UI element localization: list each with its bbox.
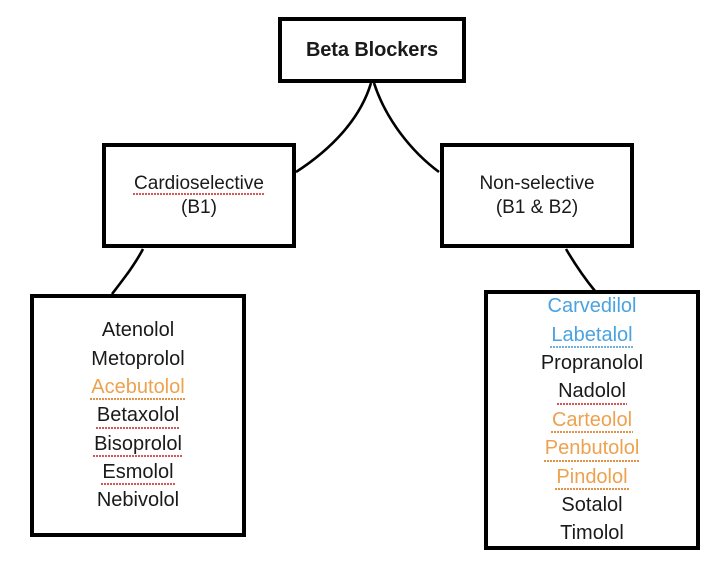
drug-label: Nebivolol [96, 489, 180, 512]
drug-item-non-selective-propranolol: Propranolol [488, 349, 696, 377]
drug-item-cardioselective-esmolol: Esmolol [34, 458, 242, 486]
connector-cardioselective-to-list [110, 248, 145, 295]
drug-item-cardioselective-betaxolol: Betaxolol [34, 401, 242, 430]
node-beta-blockers[interactable]: Beta Blockers [278, 17, 466, 83]
drug-label: Betaxolol [95, 401, 181, 430]
node-beta-blockers-label: Beta Blockers [305, 38, 439, 61]
node-cardioselective-label: Cardioselective [133, 173, 265, 195]
drug-item-cardioselective-nebivolol: Nebivolol [34, 486, 242, 514]
drug-label: Bisoprolol [93, 430, 183, 458]
node-non-selective[interactable]: Non-selective (B1 & B2) [440, 143, 634, 248]
drug-label: Carvedilol [547, 295, 637, 318]
drug-item-non-selective-sotalol: Sotalol [488, 491, 696, 519]
node-non-selective-label: Non-selective [479, 173, 595, 195]
drug-label: Sotalol [561, 493, 623, 516]
drug-label: Penbutolol [543, 434, 640, 462]
drug-label: Esmolol [101, 458, 175, 486]
drug-label: Labetalol [550, 321, 634, 349]
drug-label: Carteolol [550, 406, 634, 434]
node-cardioselective[interactable]: Cardioselective (B1) [102, 143, 296, 248]
drug-label: Acebutolol [90, 373, 187, 401]
drug-label: Propranolol [540, 352, 644, 375]
connector-root-to-cardioselective [295, 82, 373, 174]
drug-item-cardioselective-metoprolol: Metoprolol [34, 345, 242, 373]
node-non-selective-sublabel: (B1 & B2) [495, 196, 579, 218]
drug-label: Atenolol [101, 319, 175, 342]
drug-item-non-selective-pindolol: Pindolol [488, 463, 696, 491]
connector-nonselective-to-list [564, 248, 597, 292]
connector-root-to-nonselective [372, 82, 440, 174]
drug-item-non-selective-carteolol: Carteolol [488, 406, 696, 434]
drug-item-non-selective-timolol: Timolol [488, 519, 696, 547]
drug-label: Metoprolol [91, 347, 185, 370]
node-cardioselective-sublabel: (B1) [181, 196, 217, 218]
drug-item-non-selective-penbutolol: Penbutolol [488, 434, 696, 462]
drug-item-cardioselective-acebutolol: Acebutolol [34, 373, 242, 401]
drug-label: Pindolol [555, 463, 629, 491]
drug-item-non-selective-nadolol: Nadolol [488, 377, 696, 406]
drug-label: Timolol [560, 522, 624, 545]
drug-item-non-selective-carvedilol: Carvedilol [488, 292, 696, 320]
drug-label: Nadolol [557, 377, 627, 406]
drug-item-cardioselective-atenolol: Atenolol [34, 316, 242, 344]
drug-item-non-selective-labetalol: Labetalol [488, 321, 696, 349]
drug-item-cardioselective-bisoprolol: Bisoprolol [34, 430, 242, 458]
